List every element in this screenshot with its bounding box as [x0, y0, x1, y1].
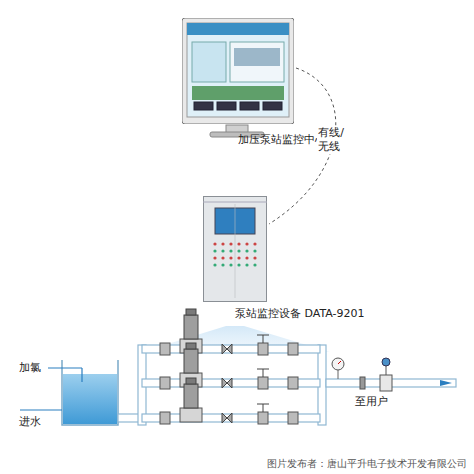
watermark: 图片发布者：唐山平升电子技术开发有限公司	[266, 457, 468, 471]
cabinet-drawing	[203, 196, 267, 302]
instruments	[332, 358, 452, 391]
monitor-node: 加压泵站监控中心	[182, 18, 294, 124]
monitor-drawing	[182, 18, 294, 124]
pump-set	[160, 309, 298, 424]
node-caption: 加压泵站监控中心	[238, 132, 326, 147]
inlet-label: 进水	[18, 414, 42, 429]
edge-label: 有线/ 无线	[317, 126, 353, 154]
pipe-network	[118, 345, 456, 425]
node-caption: 泵站监控设备 DATA-9201	[235, 306, 365, 321]
dosing-label: 加氯	[18, 360, 42, 375]
outlet-label: 至用户	[354, 394, 389, 409]
cabinet-node: 泵站监控设备 DATA-9201	[203, 196, 267, 302]
